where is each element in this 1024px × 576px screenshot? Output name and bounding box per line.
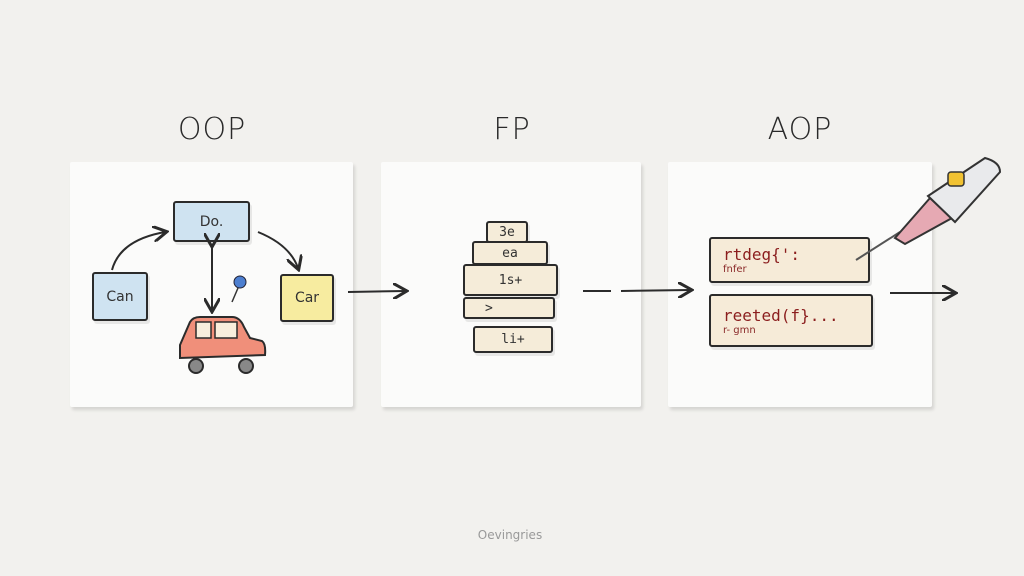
fp-stack-item: > <box>463 297 555 319</box>
aop-code-text: rtdeg{': <box>723 245 801 264</box>
oop-class-box-left: Can <box>92 272 148 321</box>
arrow <box>257 231 298 268</box>
fp-stack-item: 1s+ <box>463 264 558 296</box>
title-fp: FP <box>493 112 531 147</box>
arrow <box>347 291 405 292</box>
oop-class-box-right: Car <box>280 274 334 322</box>
fp-stack-item: li+ <box>473 326 553 353</box>
footer-watermark: Oevingries <box>477 528 543 542</box>
aop-code-block: rtdeg{': fnfer <box>709 237 870 283</box>
aop-code-block: reeted(f}... r- gmn <box>709 294 873 347</box>
aop-code-subtext: r- gmn <box>723 324 756 336</box>
arrow <box>583 290 690 291</box>
aop-code-text: reeted(f}... <box>723 305 839 325</box>
fp-stack-item: 3e <box>486 221 528 243</box>
aop-panel <box>668 162 932 407</box>
car-icon <box>179 316 267 374</box>
aop-code-subtext: fnfer <box>723 264 747 275</box>
title-aop: AOP <box>767 112 833 147</box>
syringe-icon <box>855 156 1002 261</box>
flower-icon <box>231 275 247 303</box>
arrow <box>111 232 165 271</box>
title-oop: OOP <box>177 112 247 147</box>
